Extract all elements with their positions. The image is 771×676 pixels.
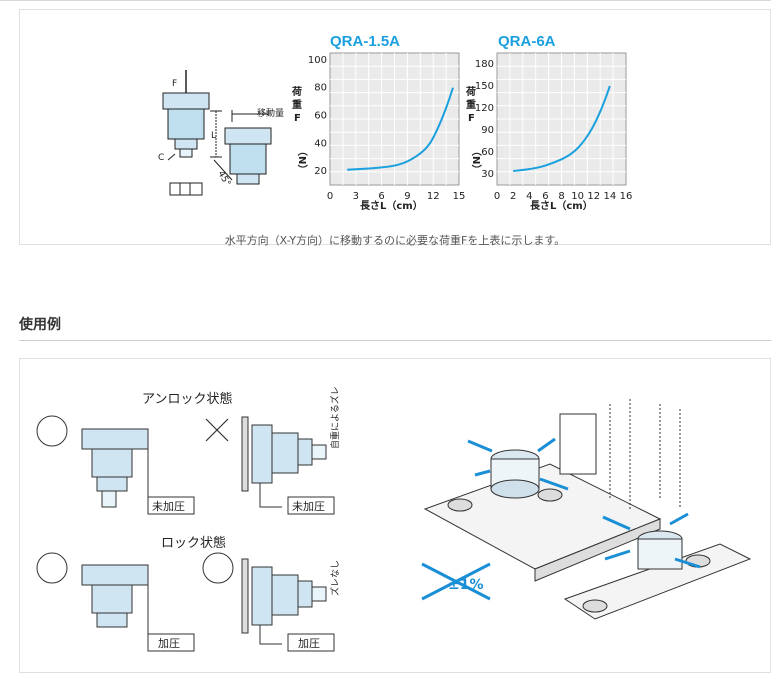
label-box [287, 633, 335, 652]
y-tick-label: 100 [308, 55, 327, 66]
y-label-2: 重 [292, 98, 302, 111]
series-line [347, 87, 454, 171]
x-tick-label: 8 [558, 191, 564, 202]
circle-ok-icon [36, 552, 68, 584]
label-box [147, 633, 195, 652]
x-tick-label: 3 [353, 191, 359, 202]
x-tick-label: 4 [526, 191, 532, 202]
label-f: F [172, 79, 177, 89]
label-pressurized: 加圧 [158, 637, 180, 650]
y-label-4: （N） [296, 146, 309, 174]
application-illustration [423, 399, 752, 620]
y-tick-label: 120 [475, 103, 494, 114]
y-label-4: （N） [470, 146, 483, 174]
y-tick-label: 180 [475, 59, 494, 70]
leader-line [259, 483, 282, 508]
x-tick-label: 0 [327, 191, 333, 202]
note-dead-weight-shift: 自重によるズレ [329, 386, 341, 449]
note-no-shift: ズレなし [329, 560, 341, 596]
unit-unlock-vertical [81, 428, 149, 508]
y-axis-ticks: 100 80 60 40 20 [308, 55, 327, 177]
circle-ok-icon [202, 552, 234, 584]
unlock-title: アンロック状態 [142, 391, 232, 407]
dimension-diagram [162, 70, 272, 196]
y-tick-label: 30 [481, 169, 494, 180]
caption: 水平方向（X-Y方向）に移動するのに必要な荷重Fを上表に示します。 [224, 234, 566, 247]
lock-title: ロック状態 [161, 535, 226, 551]
x-axis-ticks: 0 3 6 9 12 15 [327, 191, 466, 202]
x-tick-label: 6 [378, 191, 384, 202]
top-divider [0, 0, 771, 1]
y-axis-ticks: 180 150 120 90 60 30 [475, 59, 494, 180]
label-move: 移動量 [257, 107, 284, 119]
circle-ok-icon [36, 415, 68, 447]
x-label: 長さL（cm） [360, 199, 423, 212]
label-unpressurized: 未加圧 [152, 500, 185, 513]
chart-title: QRA-6A [498, 33, 556, 50]
chart-title: QRA-1.5A [330, 33, 400, 50]
movement-arrows [421, 437, 701, 601]
x-tick-label: 12 [427, 191, 440, 202]
y-tick-label: 150 [475, 81, 494, 92]
x-label: 長さL（cm） [530, 199, 593, 212]
y-tick-label: 90 [481, 125, 494, 136]
x-tick-label: 12 [587, 191, 600, 202]
label-box [147, 496, 195, 515]
y-tick-label: 80 [314, 83, 327, 94]
unit-lock-vertical [81, 564, 149, 628]
y-tick-label: 20 [314, 166, 327, 177]
x-tick-label: 16 [620, 191, 633, 202]
label-unpressurized: 未加圧 [292, 500, 325, 513]
section-divider [19, 340, 771, 341]
leader-line [259, 625, 282, 645]
x-tick-label: 10 [571, 191, 584, 202]
usage-figure: アンロック状態 ロック状態 未加圧 未加圧 自重によるズレ [36, 386, 752, 652]
x-tick-label: 6 [542, 191, 548, 202]
label-c: C [158, 153, 164, 163]
x-tick-label: 15 [453, 191, 466, 202]
percent-label: ±1% [448, 577, 484, 593]
unit-unlock-horizontal [241, 416, 327, 492]
x-tick-label: 9 [404, 191, 410, 202]
usage-panel: アンロック状態 ロック状態 未加圧 未加圧 自重によるズレ [19, 358, 771, 673]
x-tick-label: 0 [494, 191, 500, 202]
y-label-3: F [468, 113, 475, 124]
label-box [287, 496, 335, 515]
y-tick-label: 40 [314, 138, 327, 149]
y-tick-label: 60 [314, 111, 327, 122]
series-line [513, 85, 611, 173]
label-l: L [211, 131, 216, 141]
y-label-1: 荷 [291, 85, 302, 98]
x-tick-label: 2 [510, 191, 516, 202]
grid [330, 53, 459, 185]
section-title: 使用例 [19, 317, 61, 333]
y-label-1: 荷 [465, 85, 476, 98]
y-tick-label: 60 [481, 147, 494, 158]
y-label-3: F [294, 113, 301, 124]
unit-lock-horizontal [241, 558, 327, 634]
cross-ng-icon [205, 418, 229, 442]
label-pressurized: 加圧 [298, 637, 320, 650]
x-tick-label: 14 [604, 191, 617, 202]
y-label-2: 重 [466, 98, 476, 111]
